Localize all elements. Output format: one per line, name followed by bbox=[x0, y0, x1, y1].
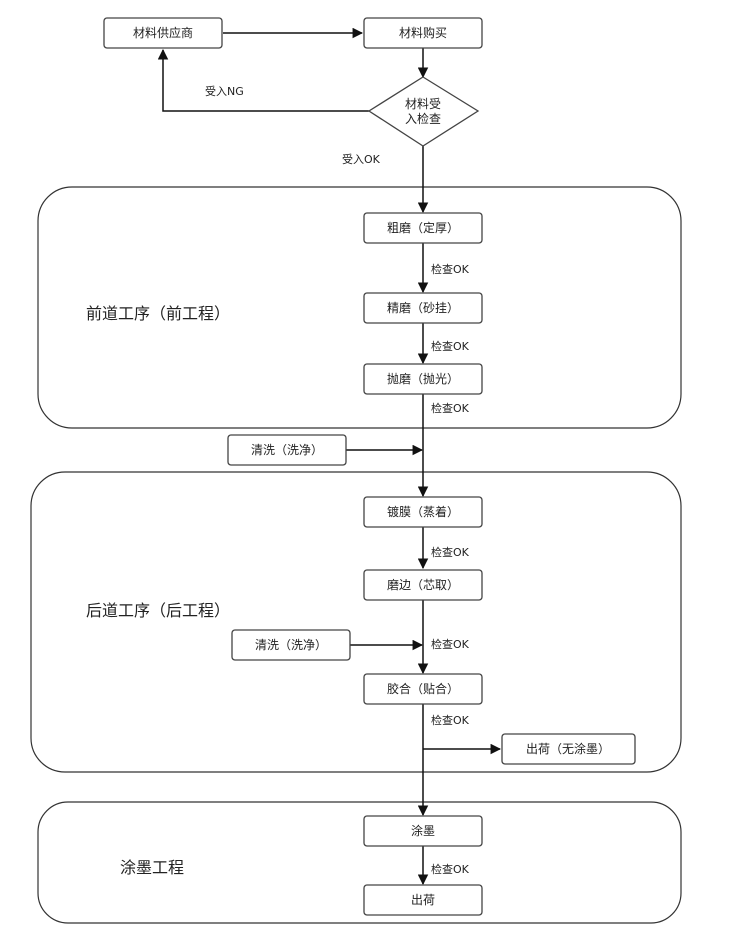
node-coating[interactable]: 镀膜（蒸着） bbox=[363, 496, 483, 528]
front-process-group bbox=[37, 186, 682, 429]
edge-label-check: 检查OK bbox=[431, 545, 470, 559]
node-ink[interactable]: 涂墨 bbox=[363, 815, 483, 847]
node-inspection-decision[interactable]: 材料受入检查 bbox=[367, 76, 480, 147]
section-label-front: 前道工序（前工程） bbox=[86, 304, 230, 323]
node-label: 镀膜（蒸着） bbox=[387, 504, 459, 519]
node-ship[interactable]: 出荷 bbox=[363, 884, 483, 916]
node-fine-grind[interactable]: 精磨（砂挂） bbox=[363, 292, 483, 324]
node-label: 材料供应商 bbox=[133, 25, 193, 40]
node-label: 涂墨 bbox=[411, 823, 435, 838]
section-label-ink: 涂墨工程 bbox=[120, 858, 184, 877]
node-purchase[interactable]: 材料购买 bbox=[363, 17, 483, 49]
edge-label-check: 检查OK bbox=[431, 262, 470, 276]
node-label: 清洗（洗净） bbox=[251, 443, 323, 457]
node-cementing[interactable]: 胶合（贴合） bbox=[363, 673, 483, 705]
node-label: 材料购买 bbox=[399, 25, 447, 40]
node-wash-1[interactable]: 清洗（洗净） bbox=[227, 434, 347, 466]
edge-label-ng: 受入NG bbox=[205, 85, 244, 98]
node-label: 清洗（洗净） bbox=[255, 638, 327, 652]
node-label: 抛磨（抛光） bbox=[387, 371, 459, 386]
node-edging[interactable]: 磨边（芯取） bbox=[363, 569, 483, 601]
node-label: 胶合（贴合） bbox=[387, 681, 459, 696]
node-label: 出荷（无涂墨） bbox=[526, 741, 610, 756]
ink-process-group bbox=[37, 801, 682, 924]
back-process-group bbox=[30, 471, 682, 773]
node-label: 磨边（芯取） bbox=[387, 578, 459, 592]
node-supplier[interactable]: 材料供应商 bbox=[103, 17, 223, 49]
edge-label-check: 检查OK bbox=[431, 401, 470, 415]
node-ship-uncoated[interactable]: 出荷（无涂墨） bbox=[501, 733, 636, 765]
node-label: 出荷 bbox=[411, 893, 435, 907]
edge-label-ok-in: 受入OK bbox=[342, 153, 381, 166]
edge-label-check: 检查OK bbox=[431, 637, 470, 651]
node-label: 精磨（砂挂） bbox=[387, 301, 459, 315]
node-label: 材料受入检查 bbox=[405, 97, 441, 126]
node-polish[interactable]: 抛磨（抛光） bbox=[363, 363, 483, 395]
edge-inspection-ng bbox=[157, 48, 369, 112]
edge-label-check: 检查OK bbox=[431, 862, 470, 876]
node-label: 粗磨（定厚） bbox=[387, 220, 459, 235]
section-label-back: 后道工序（后工程） bbox=[86, 601, 230, 620]
edge-label-check: 检查OK bbox=[431, 339, 470, 353]
node-rough-grind[interactable]: 粗磨（定厚） bbox=[363, 212, 483, 244]
edge-label-check: 检查OK bbox=[431, 713, 470, 727]
node-wash-2[interactable]: 清洗（洗净） bbox=[231, 629, 351, 661]
